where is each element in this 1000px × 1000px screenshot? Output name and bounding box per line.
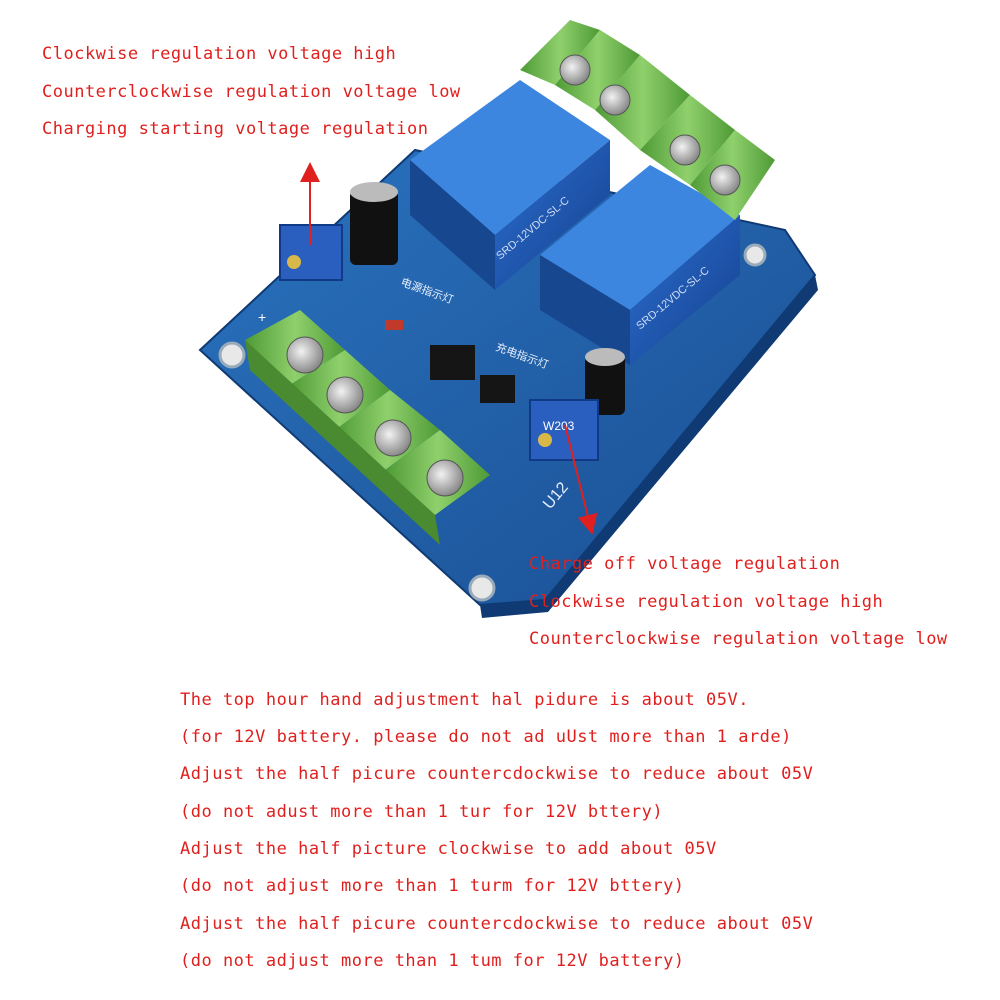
instruction-line-2: (for 12V battery. please do not ad uUst … <box>180 727 792 747</box>
screw <box>326 376 364 414</box>
ic-chip <box>430 345 475 380</box>
plus-label: + <box>258 309 266 325</box>
screw <box>559 54 591 86</box>
caption-top-left-line-1: Clockwise regulation voltage high <box>42 44 397 64</box>
terminal-block-top <box>520 20 775 220</box>
caption-top-left-line-3: Charging starting voltage regulation <box>42 119 429 139</box>
instruction-line-4: (do not adust more than 1 tur for 12V bt… <box>180 802 664 822</box>
screw <box>374 419 412 457</box>
caption-bottom-right-line-1: Charge off voltage regulation <box>529 554 841 574</box>
screw <box>669 134 701 166</box>
potentiometer-2: W203 <box>529 399 599 461</box>
caption-bottom-right-line-3: Counterclockwise regulation voltage low <box>529 629 948 649</box>
screw <box>709 164 741 196</box>
caption-top-left-line-2: Counterclockwise regulation voltage low <box>42 82 461 102</box>
terminal-block-bottom <box>245 310 490 545</box>
screw <box>426 459 464 497</box>
capacitor-1 <box>350 182 398 265</box>
caption-bottom-right-line-2: Clockwise regulation voltage high <box>529 592 884 612</box>
instruction-line-1: The top hour hand adjustment hal pidure … <box>180 690 749 710</box>
mounting-hole <box>743 243 767 267</box>
instruction-line-5: Adjust the half picture clockwise to add… <box>180 839 717 859</box>
arrow-down <box>564 424 598 535</box>
instruction-line-7: Adjust the half picure countercdockwise … <box>180 914 814 934</box>
mounting-hole <box>218 341 246 369</box>
relay-2 <box>540 165 740 365</box>
relay-1 <box>410 80 610 290</box>
mounting-hole <box>468 574 496 602</box>
screw <box>599 84 631 116</box>
transistor <box>480 375 515 403</box>
instruction-line-6: (do not adjust more than 1 turm for 12V … <box>180 876 685 896</box>
instruction-line-8: (do not adjust more than 1 tum for 12V b… <box>180 951 685 971</box>
screw <box>286 336 324 374</box>
pot-label: W203 <box>543 419 575 433</box>
instruction-line-3: Adjust the half picure countercdockwise … <box>180 764 814 784</box>
diode <box>385 320 403 330</box>
